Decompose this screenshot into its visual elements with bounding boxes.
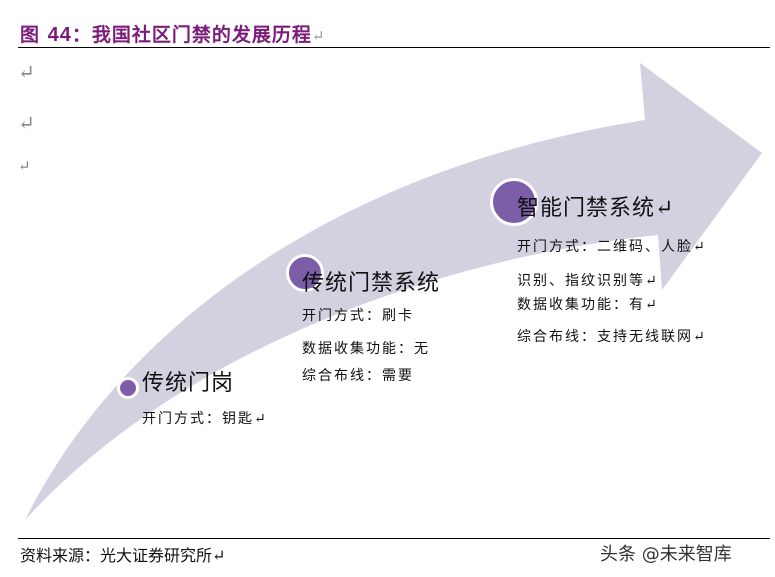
paragraph-mark-icon: ↵ — [18, 60, 35, 84]
stage-title: 传统门岗 — [142, 371, 235, 396]
stage-detail: 综合布线：支持无线联网↵ — [517, 329, 707, 345]
bottom-rule — [18, 538, 770, 539]
stage-marker-dot — [117, 377, 139, 399]
top-rule — [18, 47, 770, 48]
return-mark-icon: ↵ — [311, 27, 326, 45]
paragraph-mark-icon: ↵ — [18, 111, 35, 135]
stage-detail: 开门方式：刷卡 — [302, 308, 414, 324]
stage-marker-dot — [286, 254, 324, 292]
stage-title: 传统门禁系统 — [302, 271, 441, 296]
stage-marker-dot — [490, 178, 538, 226]
stage-detail: 开门方式：钥匙↵ — [142, 411, 268, 427]
figure-title-text: 我国社区门禁的发展历程 — [91, 24, 312, 46]
stage-detail: 数据收集功能：无 — [302, 341, 430, 357]
figure-colon: ： — [71, 24, 92, 46]
paragraph-mark-icon: ↵ — [18, 157, 31, 175]
watermark: 头条 @未来智库 — [600, 544, 732, 565]
stage-title: 智能门禁系统↵ — [517, 196, 675, 221]
source-note: 资料来源：光大证券研究所↵ — [20, 546, 226, 565]
figure-number: 44 — [47, 24, 72, 46]
stage-detail: 综合布线：需要 — [302, 368, 414, 384]
stage-detail: 数据收集功能：有↵ — [517, 297, 659, 313]
stage-detail: 开门方式：二维码、人脸↵ — [517, 239, 707, 255]
stage-detail: 识别、指纹识别等↵ — [517, 273, 659, 289]
figure-title: 图 44：我国社区门禁的发展历程↵ — [20, 20, 326, 47]
figure-label: 图 — [20, 24, 41, 46]
